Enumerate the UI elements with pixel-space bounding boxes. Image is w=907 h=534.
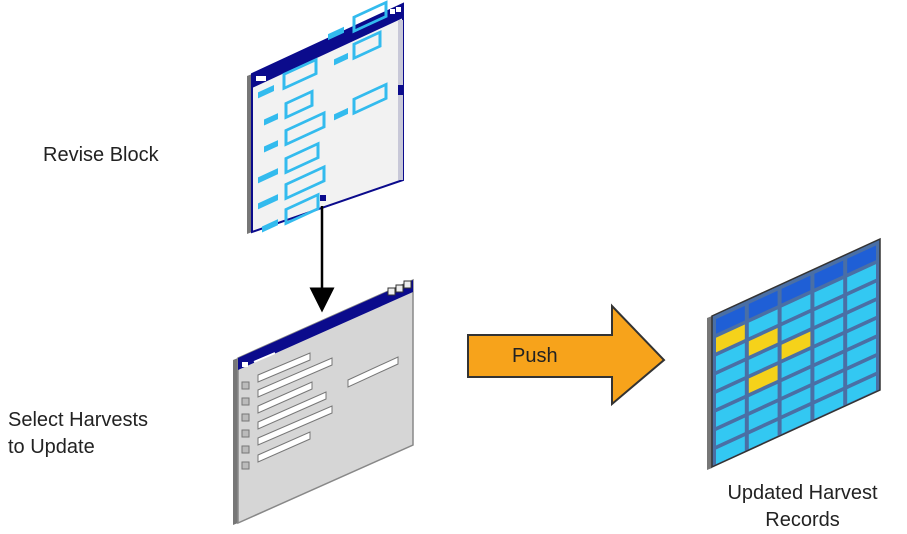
table-cell (814, 390, 844, 419)
table-cell (781, 331, 811, 360)
table-cell (716, 436, 745, 465)
updated-records-label: Updated Harvest Records (700, 480, 905, 534)
select-window-titlebar (238, 280, 413, 370)
table-cell (781, 387, 811, 416)
window-icon (256, 76, 266, 81)
table-cell (847, 375, 876, 404)
revise-block-text: Revise Block (43, 144, 159, 166)
minimize-icon (387, 287, 396, 296)
table-cell (748, 383, 778, 412)
table-cell (781, 294, 811, 323)
select-harvests-label: Select Harvests to Update (8, 407, 148, 461)
table-cell (748, 421, 778, 449)
table-header-cell (716, 305, 745, 334)
window-control-icon (396, 7, 401, 12)
table-cell (716, 343, 745, 371)
table-cell (814, 335, 844, 363)
table-cell (814, 279, 844, 308)
close-icon (403, 280, 412, 289)
table-header-cell (847, 245, 876, 274)
table-cell (781, 368, 811, 397)
table-cell (748, 346, 778, 375)
updated-records-line2: Records (765, 509, 840, 531)
table-cell (748, 365, 778, 394)
window-icon (242, 362, 248, 367)
table-cell (847, 319, 876, 348)
updated-records-table (707, 237, 881, 470)
table-cell (716, 380, 745, 409)
row-selector-column (241, 381, 250, 470)
table-cell (814, 353, 844, 382)
table-cell (847, 357, 876, 386)
table-cell (781, 406, 811, 434)
select-form-fields (257, 352, 399, 463)
push-arrow: Push (467, 303, 666, 407)
table-cell (814, 372, 844, 401)
table-cell (847, 264, 876, 292)
revise-form-fields (258, 0, 388, 233)
table-header-cell (781, 275, 811, 304)
table-cell (716, 398, 745, 427)
updated-records-line1: Updated Harvest (727, 482, 878, 504)
select-harvests-window (233, 278, 414, 525)
select-harvests-line1: Select Harvests (8, 409, 149, 431)
table-cell (847, 338, 876, 367)
table-cell (716, 417, 745, 446)
select-harvests-line2: to Update (8, 436, 95, 458)
maximize-icon (395, 284, 404, 293)
table-header-cell (814, 260, 844, 289)
revise-block-label: Revise Block (43, 142, 159, 169)
table-cell (748, 402, 778, 431)
table-cell (781, 312, 811, 341)
table-cell (847, 301, 876, 330)
table-cell (716, 361, 745, 390)
table-header-cell (748, 290, 778, 319)
table-cell (847, 282, 876, 311)
table-grid (716, 245, 876, 465)
table-cell (748, 327, 778, 356)
window-control-icon (390, 9, 395, 14)
push-arrow-label: Push (512, 345, 558, 367)
table-cell (814, 316, 844, 345)
table-cell (748, 309, 778, 338)
table-cell (781, 350, 811, 379)
table-cell (814, 297, 844, 326)
revise-block-window (247, 0, 404, 234)
table-cell (716, 324, 745, 353)
